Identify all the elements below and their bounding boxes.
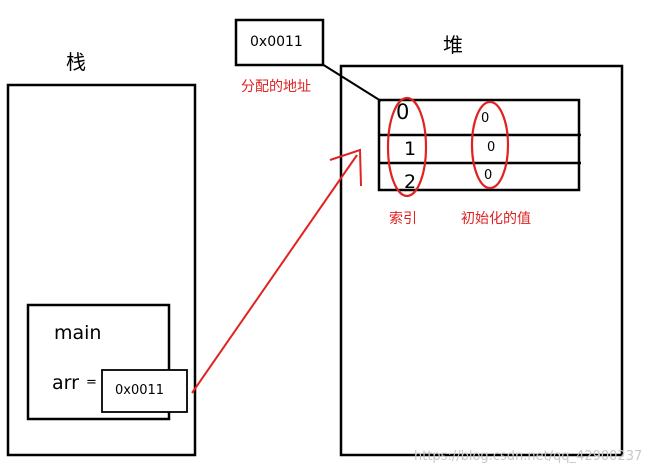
array-table xyxy=(377,98,581,192)
value-ellipse xyxy=(470,100,510,190)
stack-region xyxy=(6,83,197,457)
array-index-0: 0 xyxy=(396,100,410,124)
main-frame-box xyxy=(26,303,171,421)
address-connector-line xyxy=(321,63,382,102)
init-value-annotation: 初始化的值 xyxy=(461,211,531,227)
heap-address-value: 0x0011 xyxy=(250,34,303,50)
stack-title: 栈 xyxy=(66,50,86,74)
heap-address-caption: 分配的地址 xyxy=(241,79,311,95)
reference-arrow-head xyxy=(329,148,362,187)
arr-address-value: 0x0011 xyxy=(115,383,165,398)
heap-address-box xyxy=(234,18,325,67)
array-index-1: 1 xyxy=(404,138,417,160)
index-ellipse xyxy=(386,96,428,198)
reference-arrow-line xyxy=(191,154,358,394)
array-index-2: 2 xyxy=(404,171,417,193)
equals-sign: = xyxy=(86,375,97,390)
main-frame-label: main xyxy=(54,322,102,344)
array-value-1: 0 xyxy=(487,140,496,155)
arr-address-box xyxy=(101,369,188,413)
heap-region xyxy=(339,64,624,457)
index-annotation: 索引 xyxy=(389,211,417,227)
arr-variable-label: arr xyxy=(52,372,79,394)
heap-title: 堆 xyxy=(443,33,463,57)
array-value-2: 0 xyxy=(484,168,493,183)
watermark: https://blog.csdn.net/qq_42900237 xyxy=(414,449,643,464)
array-value-0: 0 xyxy=(481,111,490,126)
